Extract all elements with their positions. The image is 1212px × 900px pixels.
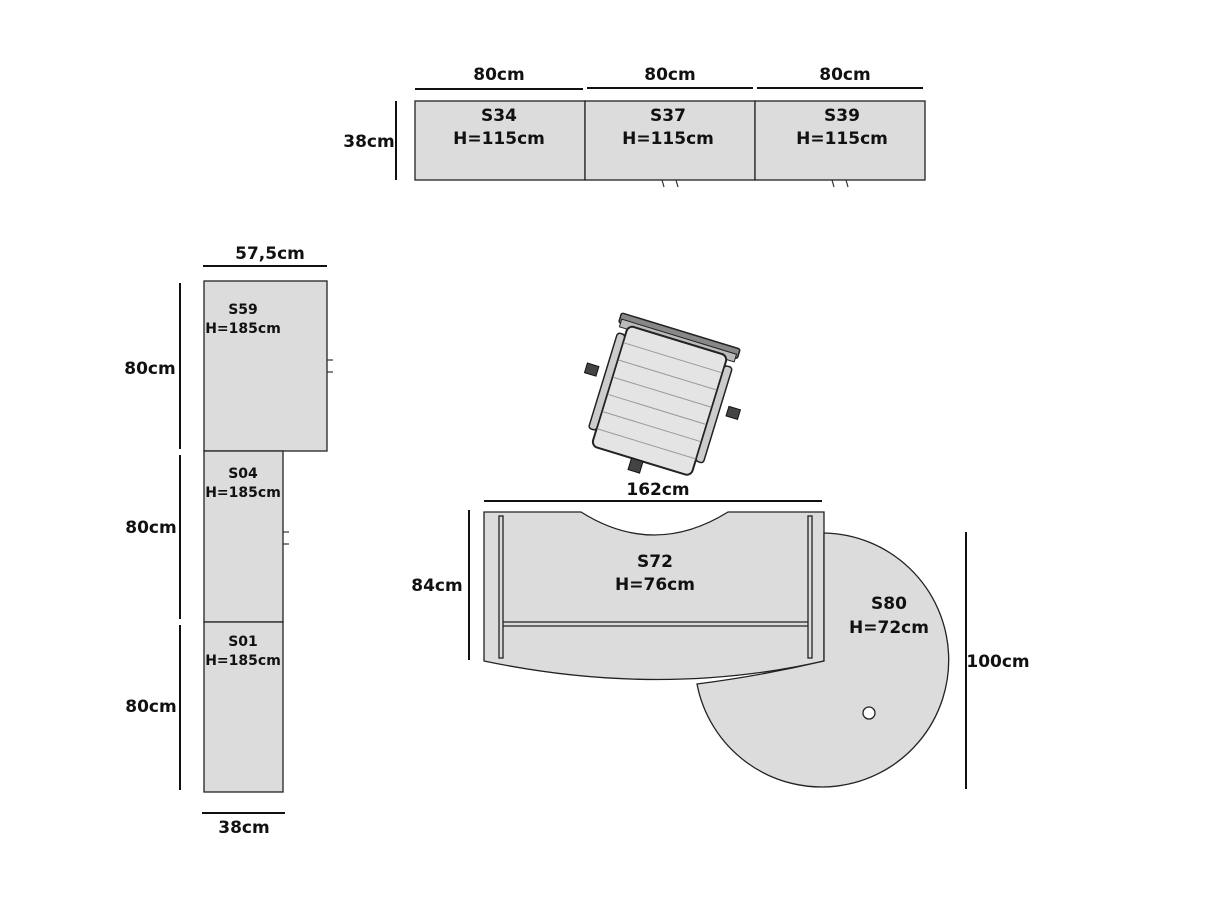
- side-unit-length-label: 80cm: [124, 359, 175, 379]
- wall-unit-width-label: 80cm: [819, 65, 870, 85]
- wall-unit-s34: [414, 100, 586, 181]
- cable-hole-icon: [862, 706, 876, 720]
- desk-depth-label: 84cm: [411, 576, 462, 596]
- handle-icon: [831, 179, 849, 188]
- side-unit-s01: [203, 621, 284, 793]
- unit-code: S39: [824, 106, 860, 126]
- unit-code: S04: [228, 466, 258, 482]
- unit-code: S34: [481, 106, 517, 126]
- side-unit-length-label: 80cm: [125, 697, 176, 717]
- side-top-width-label: 57,5cm: [235, 244, 305, 264]
- wall-unit-width-label: 80cm: [473, 65, 524, 85]
- unit-height: H=185cm: [205, 485, 281, 501]
- handle-icon: [661, 179, 679, 188]
- unit-code: S01: [228, 634, 258, 650]
- unit-height: H=115cm: [453, 129, 545, 149]
- unit-height: H=185cm: [205, 653, 281, 669]
- unit-code: S37: [650, 106, 686, 126]
- desk-s72: [483, 511, 825, 681]
- handle-icon: [283, 531, 289, 545]
- desk-group: 162cm 84cm S72 H=76cm: [411, 480, 825, 681]
- side-unit-s04: [203, 450, 284, 623]
- wall-depth-label: 38cm: [343, 132, 394, 152]
- side-unit-length-label: 80cm: [125, 518, 176, 538]
- unit-height: H=185cm: [205, 321, 281, 337]
- round-table-group: S80 H=72cm 100cm: [696, 532, 1030, 789]
- unit-code: S72: [637, 552, 673, 572]
- handle-icon: [327, 359, 333, 373]
- wall-unit-width-label: 80cm: [644, 65, 695, 85]
- side-unit-s59: [203, 280, 328, 452]
- unit-height: H=76cm: [615, 575, 695, 595]
- unit-code: S80: [871, 594, 907, 614]
- unit-code: S59: [228, 302, 258, 318]
- office-chair-icon: [583, 312, 742, 476]
- round-table-diameter-label: 100cm: [966, 652, 1029, 672]
- wall-units-group: 80cm 80cm 80cm 38cm S34 H=115cm S37 H=11…: [343, 65, 926, 188]
- round-table-s80: [696, 532, 950, 788]
- side-bottom-width-label: 38cm: [218, 818, 269, 838]
- desk-width-label: 162cm: [626, 480, 689, 500]
- wall-unit-s37: [584, 100, 756, 181]
- unit-height: H=72cm: [849, 618, 929, 638]
- unit-height: H=115cm: [622, 129, 714, 149]
- unit-height: H=115cm: [796, 129, 888, 149]
- side-units-group: 57,5cm 80cm 80cm 80cm S59 H=185cm S04 H=…: [124, 244, 333, 838]
- wall-unit-s39: [754, 100, 926, 181]
- desk-frame: [498, 515, 813, 659]
